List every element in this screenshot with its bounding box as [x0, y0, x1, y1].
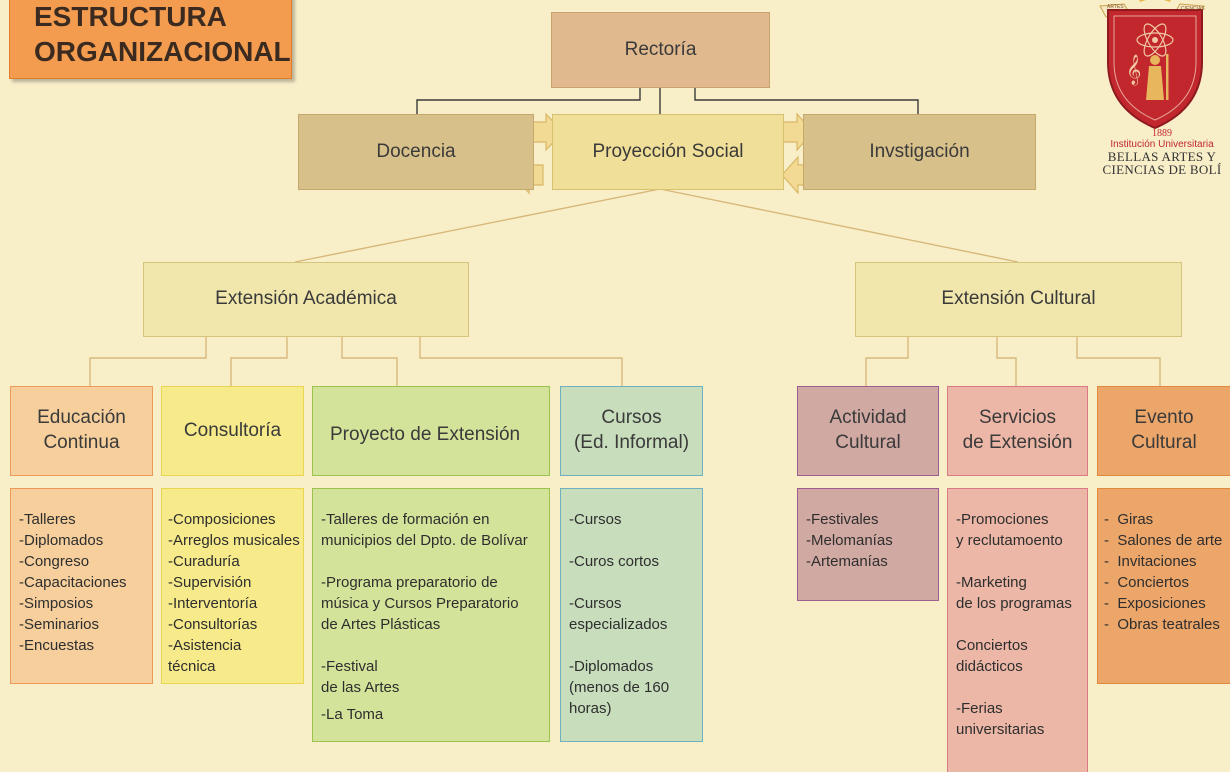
list-item: - Conciertos	[1104, 574, 1190, 591]
list-item: -Programa preparatorio de música y Curso…	[321, 574, 519, 633]
diagram-title: ESTRUCTURA ORGANIZACIONAL	[9, 0, 292, 79]
list-item: - Giras	[1104, 511, 1154, 528]
servicios-extension-label: Servicios de Extensión	[962, 407, 1073, 453]
list-item: -Diplomados	[19, 532, 104, 549]
rectoria-box: Rectoría	[551, 12, 770, 88]
logo-ribbon-ciencias: CIENCIAS	[1181, 6, 1205, 12]
logo-text: 1889 Institución Universitaria BELLAS AR…	[1082, 128, 1230, 176]
extension-academica-box: Extensión Académica	[143, 262, 469, 337]
extension-cultural-box: Extensión Cultural	[855, 262, 1182, 337]
extension-academica-label: Extensión Académica	[215, 288, 397, 310]
list-item: Conciertos didácticos	[956, 637, 1028, 675]
svg-text:𝄞: 𝄞	[1126, 54, 1141, 86]
list-item: - Obras teatrales	[1104, 616, 1220, 633]
servicios-extension-list: -Promociones y reclutamoento -Marketing …	[947, 488, 1088, 772]
evento-cultural-label: Evento Cultural	[1131, 407, 1197, 453]
list-item: -Curaduría	[168, 553, 240, 570]
list-item: -Festivales	[806, 511, 879, 528]
title-line-1: ESTRUCTURA	[34, 1, 227, 32]
educacion-continua-list: -Talleres -Diplomados -Congreso -Capacit…	[10, 488, 153, 684]
logo-institution: Institución Universitaria	[1110, 139, 1214, 150]
educacion-continua-label: Educación Continua	[37, 407, 126, 453]
list-item: -Diplomados (menos de 160 horas)	[569, 658, 670, 717]
servicios-extension-box: Servicios de Extensión	[947, 386, 1088, 476]
cursos-label: Cursos (Ed. Informal)	[573, 407, 690, 453]
list-item: -Composiciones	[168, 511, 276, 528]
proyecto-extension-label: Proyecto de Extensión	[330, 424, 521, 445]
consultoria-list: -Composiciones -Arreglos musicales -Cura…	[161, 488, 304, 684]
logo-name-line-2: CIENCIAS DE BOLÍ	[1102, 162, 1222, 177]
logo-year: 1889	[1152, 128, 1172, 139]
investigacion-box: Invstigación	[803, 114, 1036, 190]
evento-cultural-list: - Giras - Salones de arte - Invitaciones…	[1097, 488, 1230, 684]
rectoria-label: Rectoría	[624, 38, 697, 60]
list-item: -Artemanías	[806, 553, 888, 570]
cursos-list: -Cursos -Curos cortos -Cursos especializ…	[560, 488, 703, 742]
actividad-cultural-list: -Festivales -Melomanías -Artemanías	[797, 488, 939, 601]
list-item: -La Toma	[321, 706, 384, 723]
list-item: -Talleres	[19, 511, 76, 528]
list-item: -Talleres de formación en municipios del…	[321, 511, 528, 549]
list-item: -Seminarios	[19, 616, 100, 633]
list-item: -Interventoría	[168, 595, 258, 612]
list-item: -Cursos especializados	[569, 595, 668, 633]
institution-logo: 𝄞 ARTES CIENCIAS	[1099, 0, 1205, 130]
logo-name-line-1: BELLAS ARTES Y	[1107, 149, 1217, 164]
list-item: -Festival de las Artes	[321, 658, 400, 696]
list-item: -Arreglos musicales	[168, 532, 300, 549]
consultoria-label: Consultoría	[183, 419, 282, 441]
docencia-label: Docencia	[376, 140, 456, 162]
list-item: - Salones de arte	[1104, 532, 1223, 549]
educacion-continua-box: Educación Continua	[10, 386, 153, 476]
list-item: -Asistencia técnica	[168, 637, 242, 675]
list-item: - Exposiciones	[1104, 595, 1206, 612]
list-item: -Consultorías	[168, 616, 258, 633]
cursos-box: Cursos (Ed. Informal)	[560, 386, 703, 476]
docencia-box: Docencia	[298, 114, 534, 190]
proyeccion-social-box: Proyección Social	[552, 114, 784, 190]
list-item: -Curos cortos	[569, 553, 660, 570]
consultoria-box: Consultoría	[161, 386, 304, 476]
list-item: -Encuestas	[19, 637, 95, 654]
investigacion-label: Invstigación	[869, 140, 970, 162]
proyecto-extension-box: Proyecto de Extensión	[312, 386, 550, 476]
list-item: - Invitaciones	[1104, 553, 1197, 570]
actividad-cultural-box: Actividad Cultural	[797, 386, 939, 476]
proyecto-extension-list: -Talleres de formación en municipios del…	[312, 488, 550, 742]
list-item: -Cursos	[569, 511, 622, 528]
list-item: -Simposios	[19, 595, 94, 612]
list-item: -Congreso	[19, 553, 90, 570]
title-line-2: ORGANIZACIONAL	[34, 36, 291, 67]
list-item: -Ferias universitarias	[956, 700, 1045, 738]
extension-cultural-label: Extensión Cultural	[941, 288, 1096, 310]
proyeccion-social-label: Proyección Social	[592, 140, 744, 162]
evento-cultural-box: Evento Cultural	[1097, 386, 1230, 476]
list-item: -Promociones y reclutamoento	[956, 511, 1063, 549]
list-item: -Supervisión	[168, 574, 252, 591]
list-item: -Marketing de los programas	[956, 574, 1072, 612]
list-item: -Melomanías	[806, 532, 893, 549]
list-item: -Capacitaciones	[19, 574, 127, 591]
logo-ribbon-artes: ARTES	[1107, 4, 1124, 10]
actividad-cultural-label: Actividad Cultural	[829, 407, 907, 453]
